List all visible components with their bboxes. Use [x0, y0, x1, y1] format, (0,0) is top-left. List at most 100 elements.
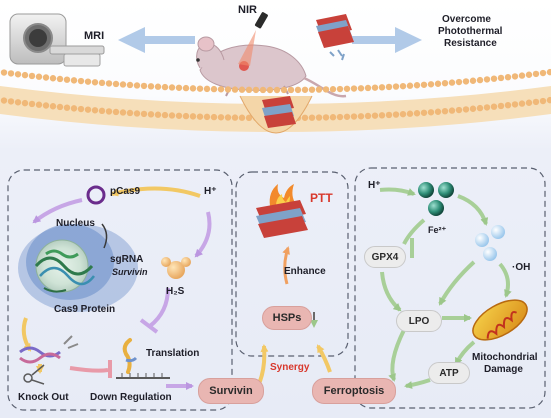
lipid-head [518, 72, 526, 79]
lipid-head [91, 79, 99, 86]
arrow-pcas9-to-nucleus [32, 198, 83, 224]
arrow-oh-to-lpo [438, 260, 476, 306]
lipid-head [329, 86, 337, 93]
lipid-head [497, 102, 505, 110]
lipid-head [28, 100, 36, 108]
ferroptosis-box: Ferroptosis [312, 378, 396, 404]
lipid-head [301, 114, 309, 121]
lipid-head [413, 110, 421, 117]
lipid-head [476, 104, 484, 112]
lipid-head [217, 86, 225, 93]
lipid-head [448, 107, 456, 114]
lipid-head [203, 85, 211, 93]
arrow-h2s-to-translation [148, 287, 170, 328]
arrow-fe-to-oh [457, 194, 489, 226]
lipid-head [294, 86, 302, 94]
lipid-head [210, 85, 218, 93]
lipid-head [224, 114, 232, 121]
lipid-head [525, 71, 533, 78]
lipid-head [406, 110, 414, 117]
lipid-head [343, 85, 351, 92]
lipid-head [154, 111, 162, 118]
lipid-head [238, 86, 246, 93]
arrow-ferroptosis-synergy [316, 344, 332, 373]
lipid-head [308, 114, 316, 121]
label-mito-1: Mitochondrial [472, 352, 538, 363]
hsps-box: HSPs [262, 306, 312, 330]
pcas9-plasmid [86, 185, 106, 205]
lipid-head [112, 80, 120, 88]
lipid-head [35, 73, 43, 80]
lipid-head [371, 112, 379, 119]
survivin-box: Survivin [198, 378, 264, 404]
lipid-head [371, 84, 379, 91]
lipid-head [259, 86, 267, 94]
lipid-head [203, 113, 211, 121]
label-h-plus-right: H⁺ [368, 180, 381, 191]
lipid-head [49, 103, 57, 110]
label-translation: Translation [146, 348, 200, 359]
lipid-head [490, 103, 498, 110]
lipid-head [504, 101, 512, 109]
lipid-head [364, 112, 372, 120]
lipid-head [378, 84, 386, 91]
lipid-head [490, 75, 498, 82]
lipid-head [266, 86, 274, 94]
membrane-heads-top [0, 68, 551, 94]
lipid-head [231, 86, 239, 93]
label-h2s: H₂S [166, 286, 185, 297]
lipid-head [252, 86, 260, 94]
lipid-head [126, 109, 134, 117]
mitochondrion-icon [472, 299, 528, 341]
lipid-head [350, 113, 358, 120]
lipid-head [497, 74, 505, 82]
scissors-icon [23, 364, 45, 385]
lipid-head [441, 79, 449, 87]
lipid-head [434, 80, 442, 87]
label-nir: NIR [238, 4, 257, 16]
lipid-head [70, 77, 78, 84]
lipid-head [245, 114, 253, 122]
lipid-head [434, 108, 442, 115]
lipid-head [217, 114, 225, 121]
lipid-head [357, 113, 365, 120]
label-h-plus-left: H⁺ [204, 186, 217, 197]
lipid-head [126, 81, 134, 89]
lipid-head [133, 82, 141, 89]
lipid-head [539, 69, 547, 77]
lipid-head [511, 101, 519, 108]
nanosheet-ptt [256, 200, 308, 238]
lipid-head [196, 85, 204, 92]
lipid-head [168, 84, 176, 91]
lipid-head [168, 112, 176, 119]
label-cas9-protein: Cas9 Protein [54, 304, 116, 315]
lipid-head [238, 114, 246, 121]
lipid-head [175, 112, 183, 119]
lipid-head [196, 113, 204, 120]
lipid-head [119, 109, 127, 116]
label-overcome-3: Resistance [444, 38, 497, 49]
label-ptt: PTT [310, 191, 333, 205]
lipid-head [336, 113, 344, 121]
arrow-gpx4-to-lpo [380, 271, 402, 312]
lipid-head [350, 85, 358, 92]
label-pcas9: pCas9 [110, 186, 141, 197]
lipid-head [329, 114, 337, 121]
lipid-head [483, 104, 491, 111]
lipid-head [322, 114, 330, 121]
lpo-box: LPO [396, 310, 442, 332]
lipid-head [322, 86, 330, 93]
label-survivin-gene: Survivin [112, 267, 148, 277]
lipid-head [546, 96, 551, 104]
panel-left-border [7, 169, 233, 411]
nucleus-illustration [18, 223, 138, 312]
mri-scanner [9, 13, 105, 67]
lipid-head [231, 114, 239, 121]
label-down-regulation: Down Regulation [90, 392, 172, 403]
label-overcome-2: Photothermal [438, 26, 503, 37]
lipid-head [0, 97, 8, 104]
label-mito-2: Damage [484, 364, 523, 375]
lipid-head [378, 112, 386, 119]
panel-middle-border [235, 171, 349, 357]
